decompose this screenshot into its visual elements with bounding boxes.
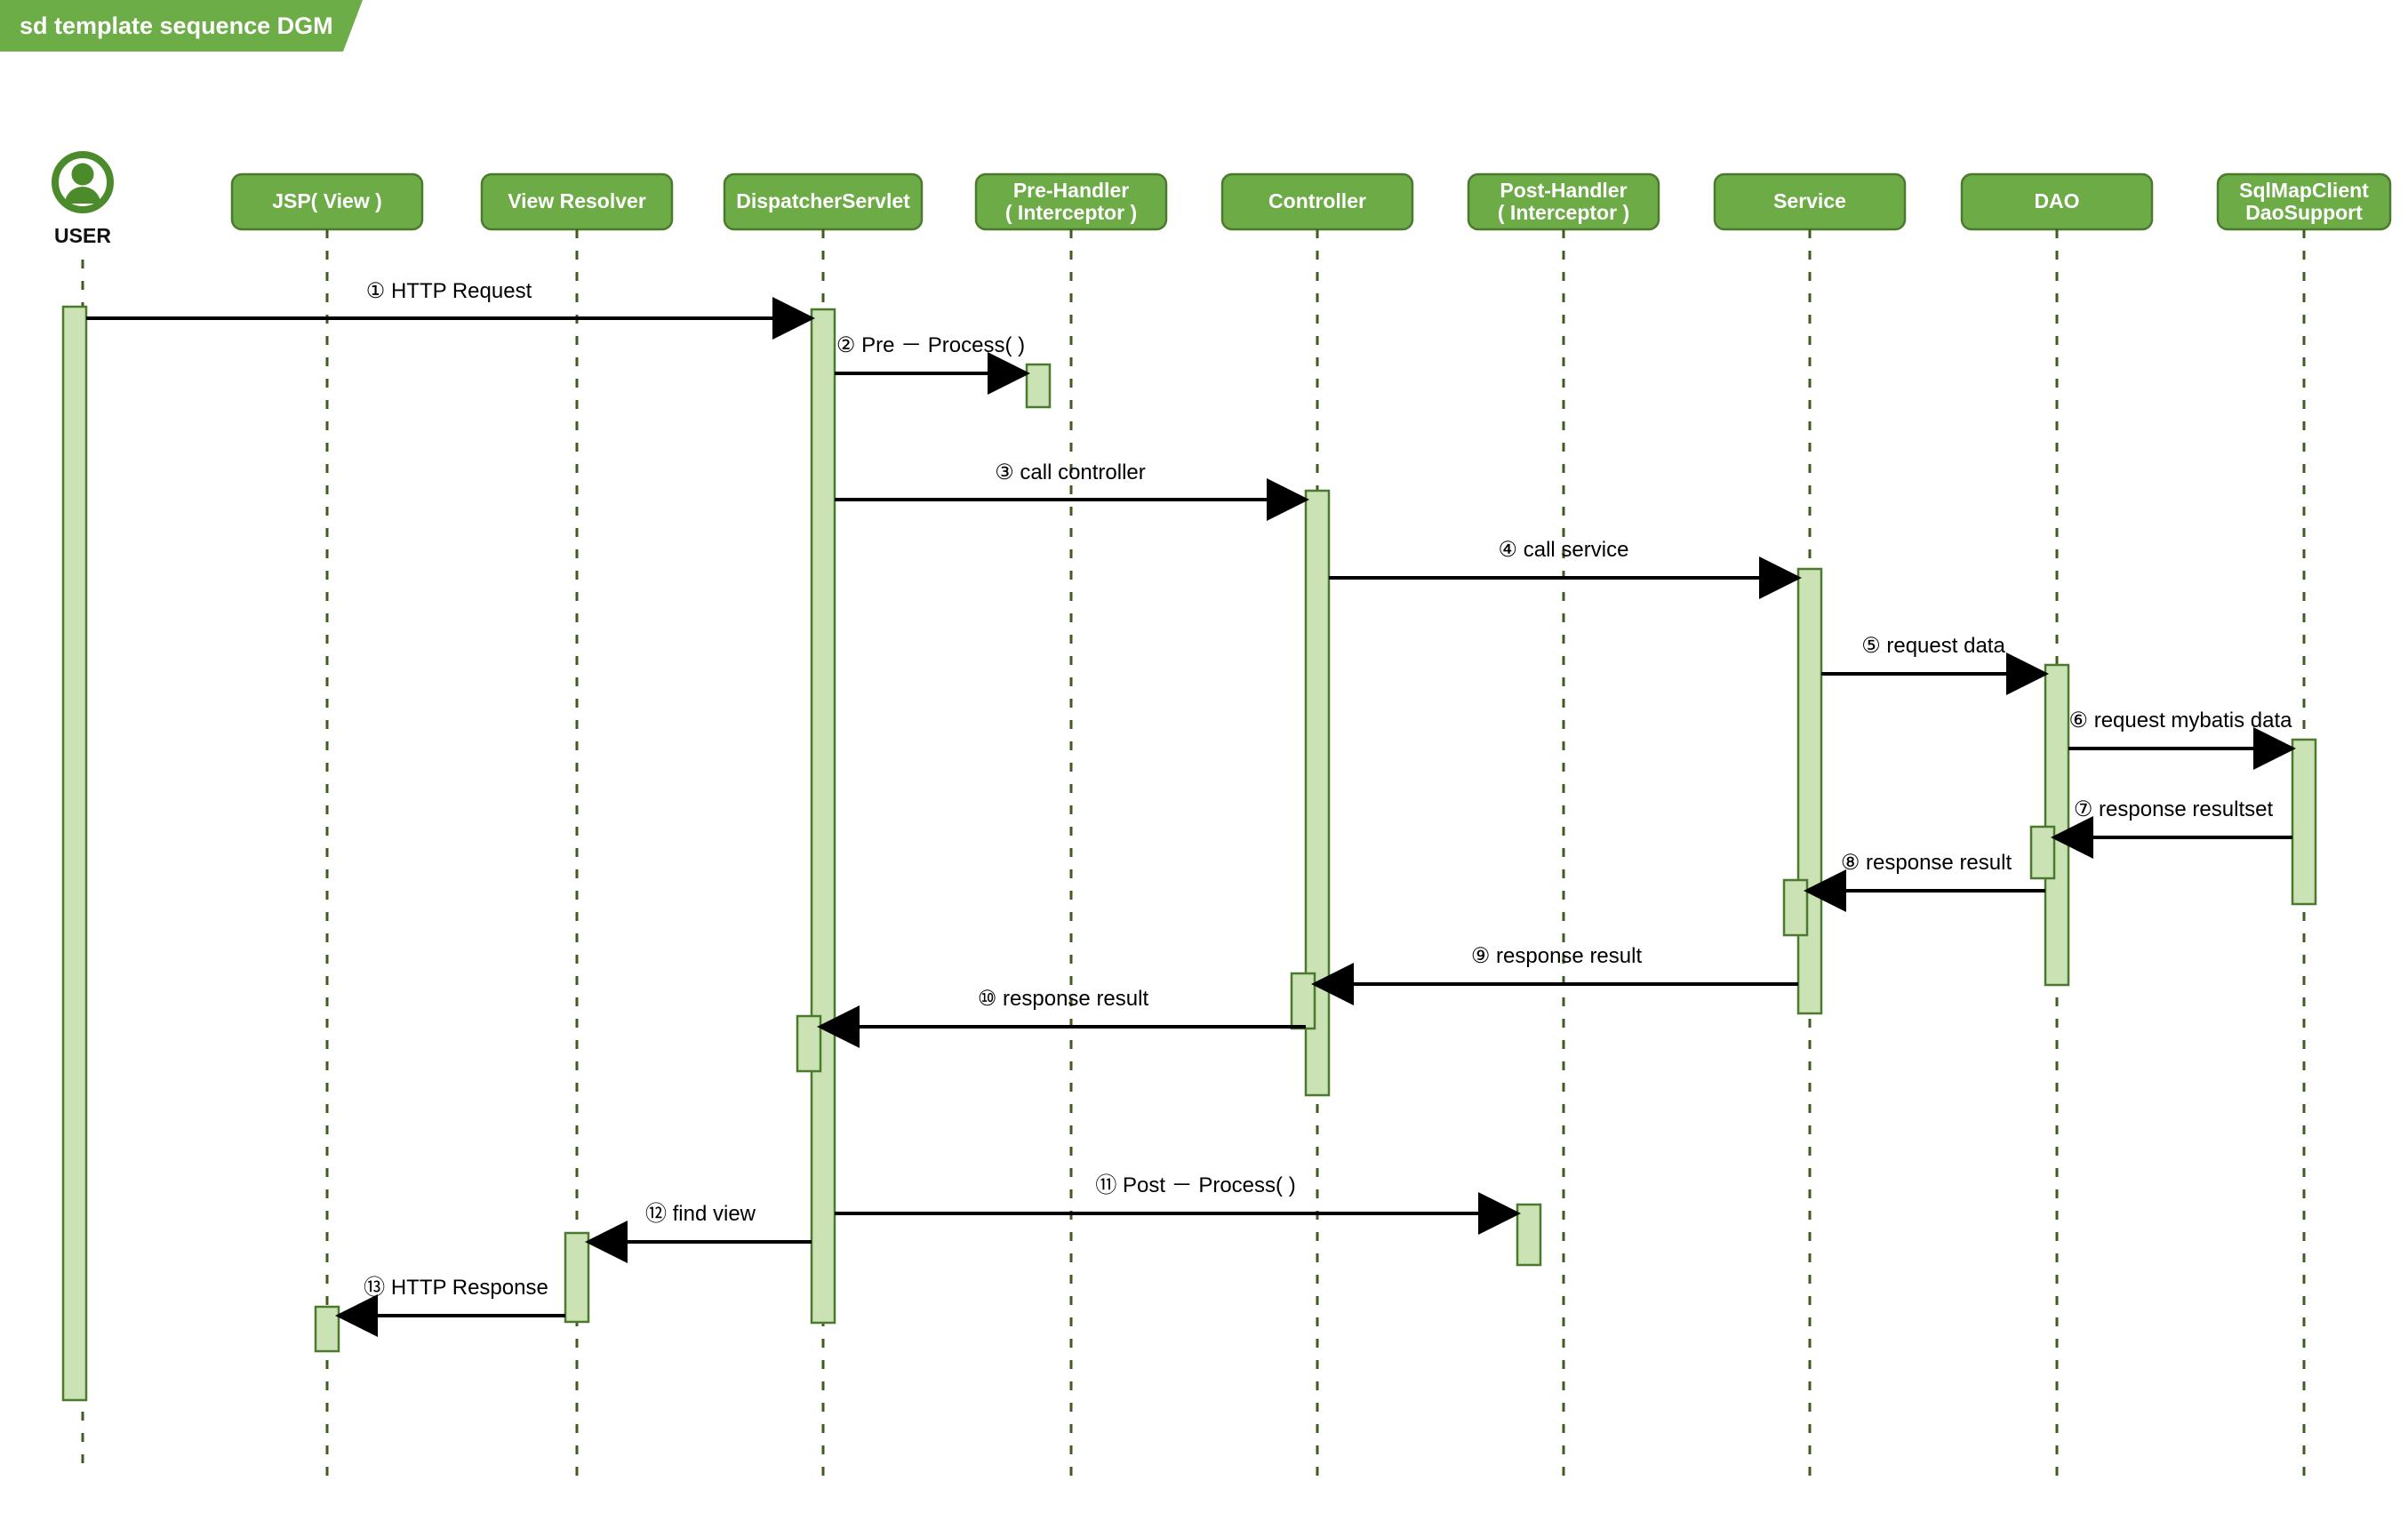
activation-bar-sqlmap xyxy=(2291,738,2317,906)
lifeline-label2-prehandler: ( Interceptor ) xyxy=(1005,201,1137,224)
frame-label-shape xyxy=(0,0,363,52)
actor-body-icon xyxy=(65,187,100,204)
message-label-1: ① HTTP Request xyxy=(366,279,532,303)
activation-bar-dispatcher xyxy=(810,308,836,1325)
activation-bar-user xyxy=(61,305,88,1402)
lifeline-jsp: JSP( View ) xyxy=(230,172,424,1476)
message-label-10: ⑩ response result xyxy=(978,987,1149,1011)
lifeline-label-dispatcher: DispatcherServlet xyxy=(736,189,910,212)
lifeline-label-dao: DAO xyxy=(2034,189,2079,212)
activation-bar-dispatcher xyxy=(796,1014,822,1073)
message-label-13: ⑬ HTTP Response xyxy=(364,1276,548,1300)
message-label-12: ⑫ find view xyxy=(645,1202,756,1226)
message-5: ⑤ request data xyxy=(1821,634,2049,695)
message-label-5: ⑤ request data xyxy=(1861,634,2005,658)
activation-bar-viewresolver xyxy=(564,1231,590,1324)
actor-head-icon xyxy=(71,163,94,186)
frame-label: sd template sequence DGM xyxy=(0,0,363,52)
message-label-8: ⑧ response result xyxy=(1841,851,2012,875)
activation-bar-posthandler xyxy=(1516,1203,1542,1267)
user-avatar-icon xyxy=(52,151,114,213)
message-label-9: ⑨ response result xyxy=(1471,944,1643,968)
lifeline-label-user: USER xyxy=(54,224,111,247)
lifeline-label2-posthandler: ( Interceptor ) xyxy=(1498,201,1629,224)
activation-bar-controller xyxy=(1290,972,1316,1030)
lifeline-label-viewresolver: View Resolver xyxy=(508,189,646,212)
message-3: ③ call controller xyxy=(835,460,1309,521)
frame-label-text: sd template sequence DGM xyxy=(20,12,333,39)
activation-bar-prehandler xyxy=(1025,363,1052,409)
message-7: ⑦ response resultset xyxy=(2051,797,2292,859)
message-6: ⑥ request mybatis data xyxy=(2068,708,2296,770)
lifeline-label-service: Service xyxy=(1773,189,1846,212)
activation-bar-jsp xyxy=(314,1305,340,1353)
lifeline-label-jsp: JSP( View ) xyxy=(272,189,382,212)
activation-bar-dao xyxy=(2044,663,2070,987)
activation-bar-service xyxy=(1782,878,1809,937)
message-10: ⑩ response result xyxy=(817,987,1306,1048)
messages-layer: ① HTTP Request ② Pre － Process( ) ③ call c… xyxy=(86,279,2296,1337)
message-11: ⑪ Post － Process( ) xyxy=(835,1173,1521,1235)
message-label-7: ⑦ response resultset xyxy=(2074,797,2274,821)
message-13: ⑬ HTTP Response xyxy=(335,1276,565,1337)
message-8: ⑧ response result xyxy=(1804,851,2045,912)
lifeline-label-sqlmap: SqlMapClient xyxy=(2239,179,2369,202)
message-2: ② Pre － Process( ) xyxy=(835,333,1030,395)
lifeline-label-posthandler: Post-Handler xyxy=(1500,179,1627,202)
message-9: ⑨ response result xyxy=(1311,944,1798,1005)
lifeline-user: USER xyxy=(52,151,114,1476)
message-1: ① HTTP Request xyxy=(86,279,815,340)
message-12: ⑫ find view xyxy=(585,1202,812,1263)
activation-bar-service xyxy=(1796,567,1823,1015)
message-label-4: ④ call service xyxy=(1499,538,1629,562)
lifeline-label-controller: Controller xyxy=(1268,189,1366,212)
message-label-6: ⑥ request mybatis data xyxy=(2069,708,2293,732)
lifeline-label-prehandler: Pre-Handler xyxy=(1013,179,1129,202)
lifeline-viewresolver: View Resolver xyxy=(480,172,674,1476)
activation-bar-dao xyxy=(2029,825,2056,880)
lifeline-prehandler: Pre-Handler( Interceptor ) xyxy=(974,172,1168,1476)
message-label-3: ③ call controller xyxy=(995,460,1146,484)
message-label-11: ⑪ Post － Process( ) xyxy=(1095,1173,1295,1197)
message-4: ④ call service xyxy=(1329,538,1802,599)
lifeline-label2-sqlmap: DaoSupport xyxy=(2245,201,2363,224)
lifeline-posthandler: Post-Handler( Interceptor ) xyxy=(1467,172,1660,1476)
message-label-2: ② Pre － Process( ) xyxy=(836,333,1025,357)
